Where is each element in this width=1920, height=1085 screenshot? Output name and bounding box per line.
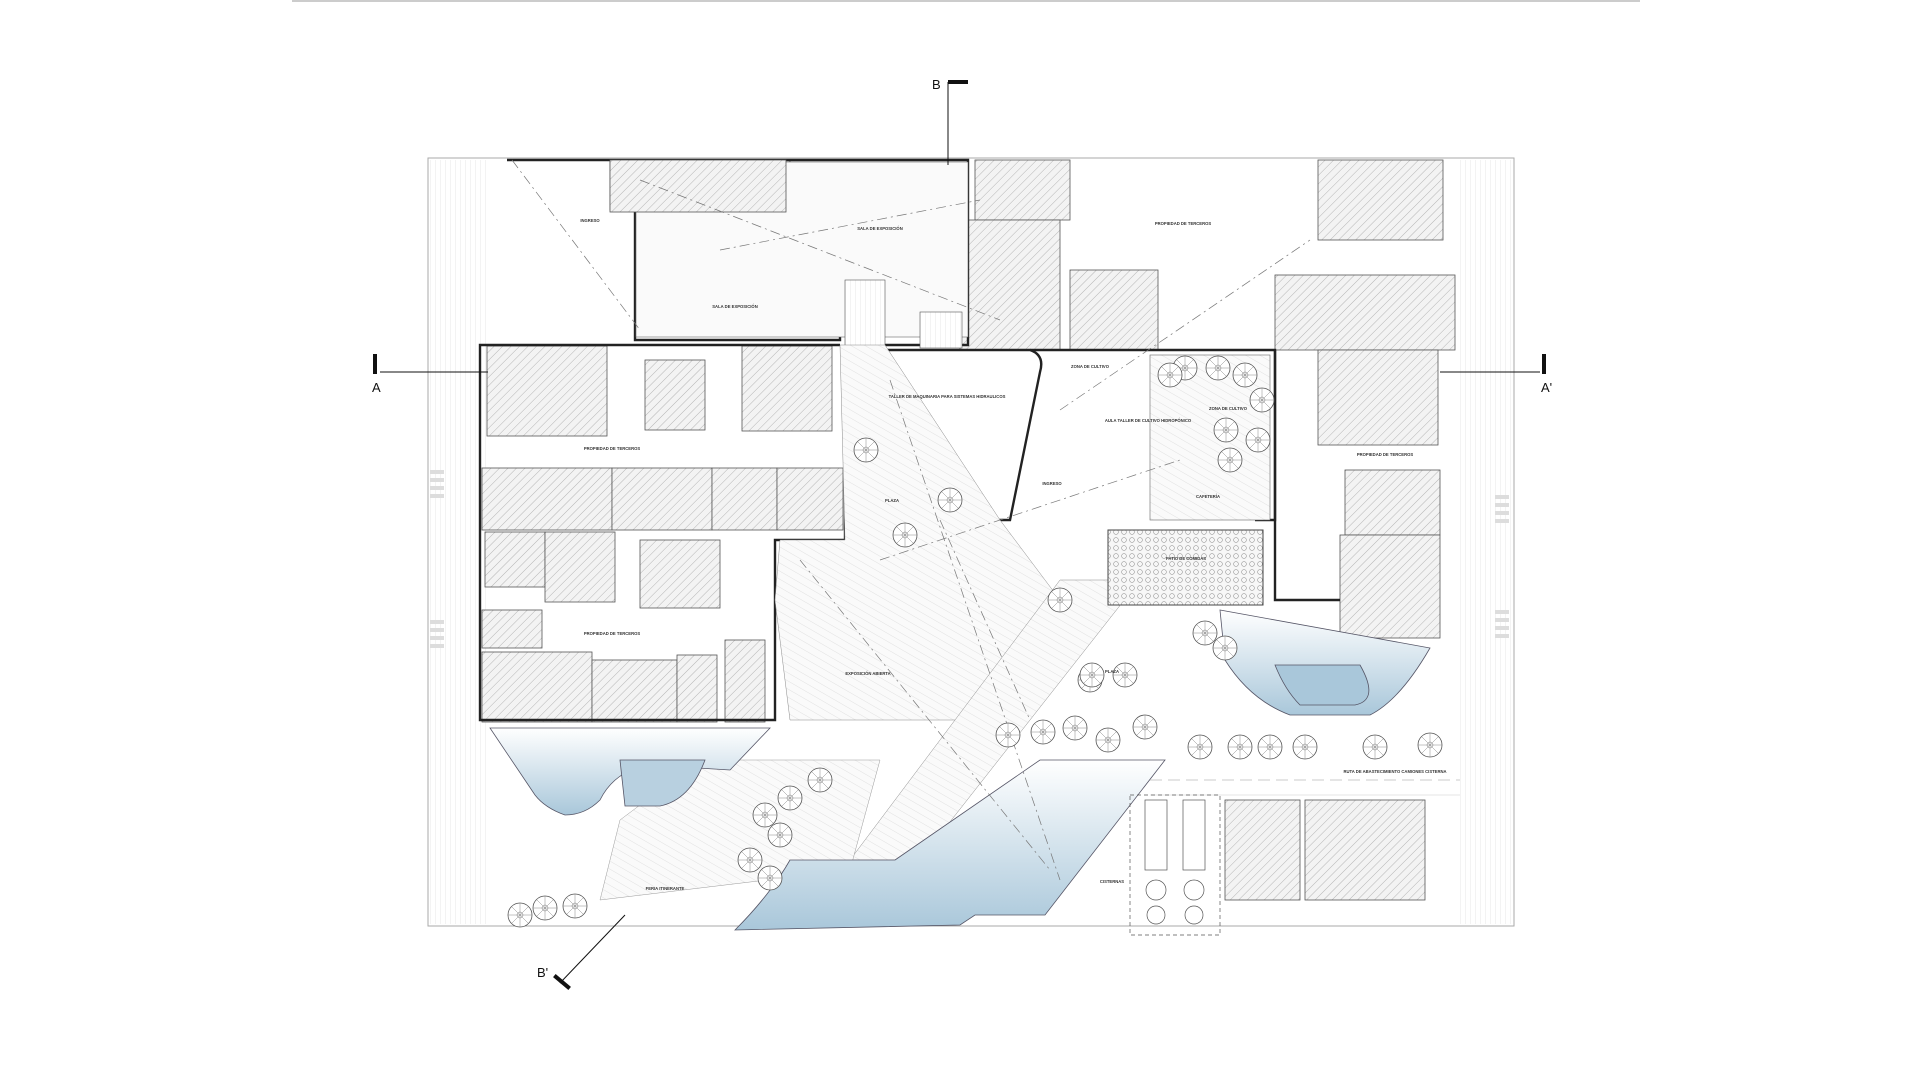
section-b-top-mark (948, 80, 968, 84)
neighbour-buildings (481, 159, 1456, 901)
label-propiedad-low-left: PROPIEDAD DE TERCEROS (584, 631, 641, 636)
label-patio-comidas: PATIO DE COMIDAS (1166, 556, 1206, 561)
cistern-trucks (1129, 794, 1221, 936)
label-plaza-1: PLAZA (885, 498, 899, 503)
label-taller: TALLER DE MAQUINARIA PARA SISTEMAS HIDRA… (889, 394, 1006, 399)
label-propiedad-mid-left: PROPIEDAD DE TERCEROS (584, 446, 641, 451)
crosswalk-right (1495, 495, 1509, 638)
section-a-right-mark (1542, 354, 1546, 374)
axis-lines (511, 159, 1311, 881)
label-sala-exposicion-1: SALA DE EXPOSICIÓN (857, 226, 902, 231)
label-sala-exposicion-2: SALA DE EXPOSICIÓN (712, 304, 757, 309)
right-street (1458, 160, 1512, 924)
central-plaza (774, 344, 1061, 721)
upper-hatched-wing (609, 159, 787, 213)
section-a-left-label: A (372, 380, 381, 395)
label-zona-cultivo-1: ZONA DE CULTIVO (1071, 364, 1110, 369)
crosswalk-left (430, 470, 444, 648)
section-cut-lines (380, 82, 1540, 984)
label-propiedad-right: PROPIEDAD DE TERCEROS (1357, 452, 1414, 457)
section-a-right-label: A' (1541, 380, 1552, 395)
label-feria: FERIA ITINERANTE (646, 886, 685, 891)
stair-main (844, 279, 886, 351)
section-b-bottom-mark (553, 974, 571, 990)
label-zona-cultivo-2: ZONA DE CULTIVO (1209, 406, 1248, 411)
label-cafeteria: CAFETERÍA (1196, 494, 1220, 499)
label-ruta: RUTA DE ABASTECIMIENTO CAMIONES CISTERNA (1343, 769, 1446, 774)
patio-comidas-pattern (1107, 529, 1264, 606)
section-b-top-label: B (932, 77, 941, 92)
section-b-bottom-label: B' (537, 965, 548, 980)
label-ingreso-top: INGRESO (580, 218, 600, 223)
label-cisternas: CISTERNAS (1100, 879, 1124, 884)
label-propiedad-top: PROPIEDAD DE TERCEROS (1155, 221, 1212, 226)
section-a-left-mark (373, 354, 377, 374)
label-plaza-2: PLAZA (1105, 669, 1119, 674)
label-exposicion-abierta: EXPOSICIÓN ABIERTA (845, 671, 890, 676)
stair-right (919, 311, 963, 349)
water-channels (489, 609, 1431, 931)
label-aula-taller: AULA TALLER DE CULTIVO HIDROPÓNICO (1105, 418, 1192, 423)
label-ingreso-mid: INGRESO (1042, 481, 1062, 486)
